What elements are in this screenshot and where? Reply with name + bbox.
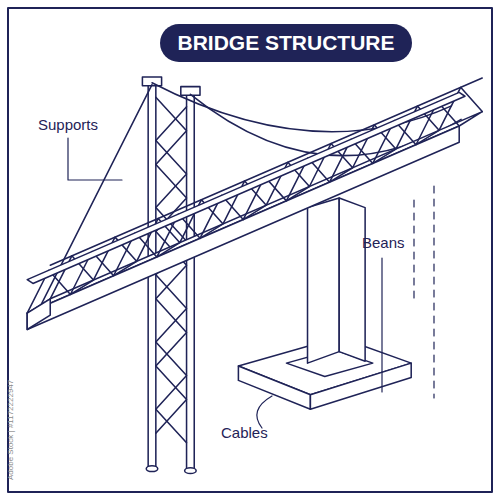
front-truss xyxy=(27,92,465,313)
leader-line xyxy=(68,138,122,180)
part-label: Cables xyxy=(221,424,268,441)
deck xyxy=(27,112,482,330)
frame xyxy=(8,8,492,492)
dashed-guide xyxy=(433,186,434,398)
pier xyxy=(238,198,411,409)
title-banner: BRIDGE STRUCTURE xyxy=(160,24,412,62)
cables xyxy=(39,83,461,310)
leader-line xyxy=(381,258,382,392)
part-label: Supports xyxy=(38,116,98,133)
leader-line xyxy=(257,396,272,428)
part-label: Beans xyxy=(362,234,405,251)
watermark: Adobe Stock | #1172222947 xyxy=(6,380,15,480)
dashed-guide xyxy=(413,200,414,300)
